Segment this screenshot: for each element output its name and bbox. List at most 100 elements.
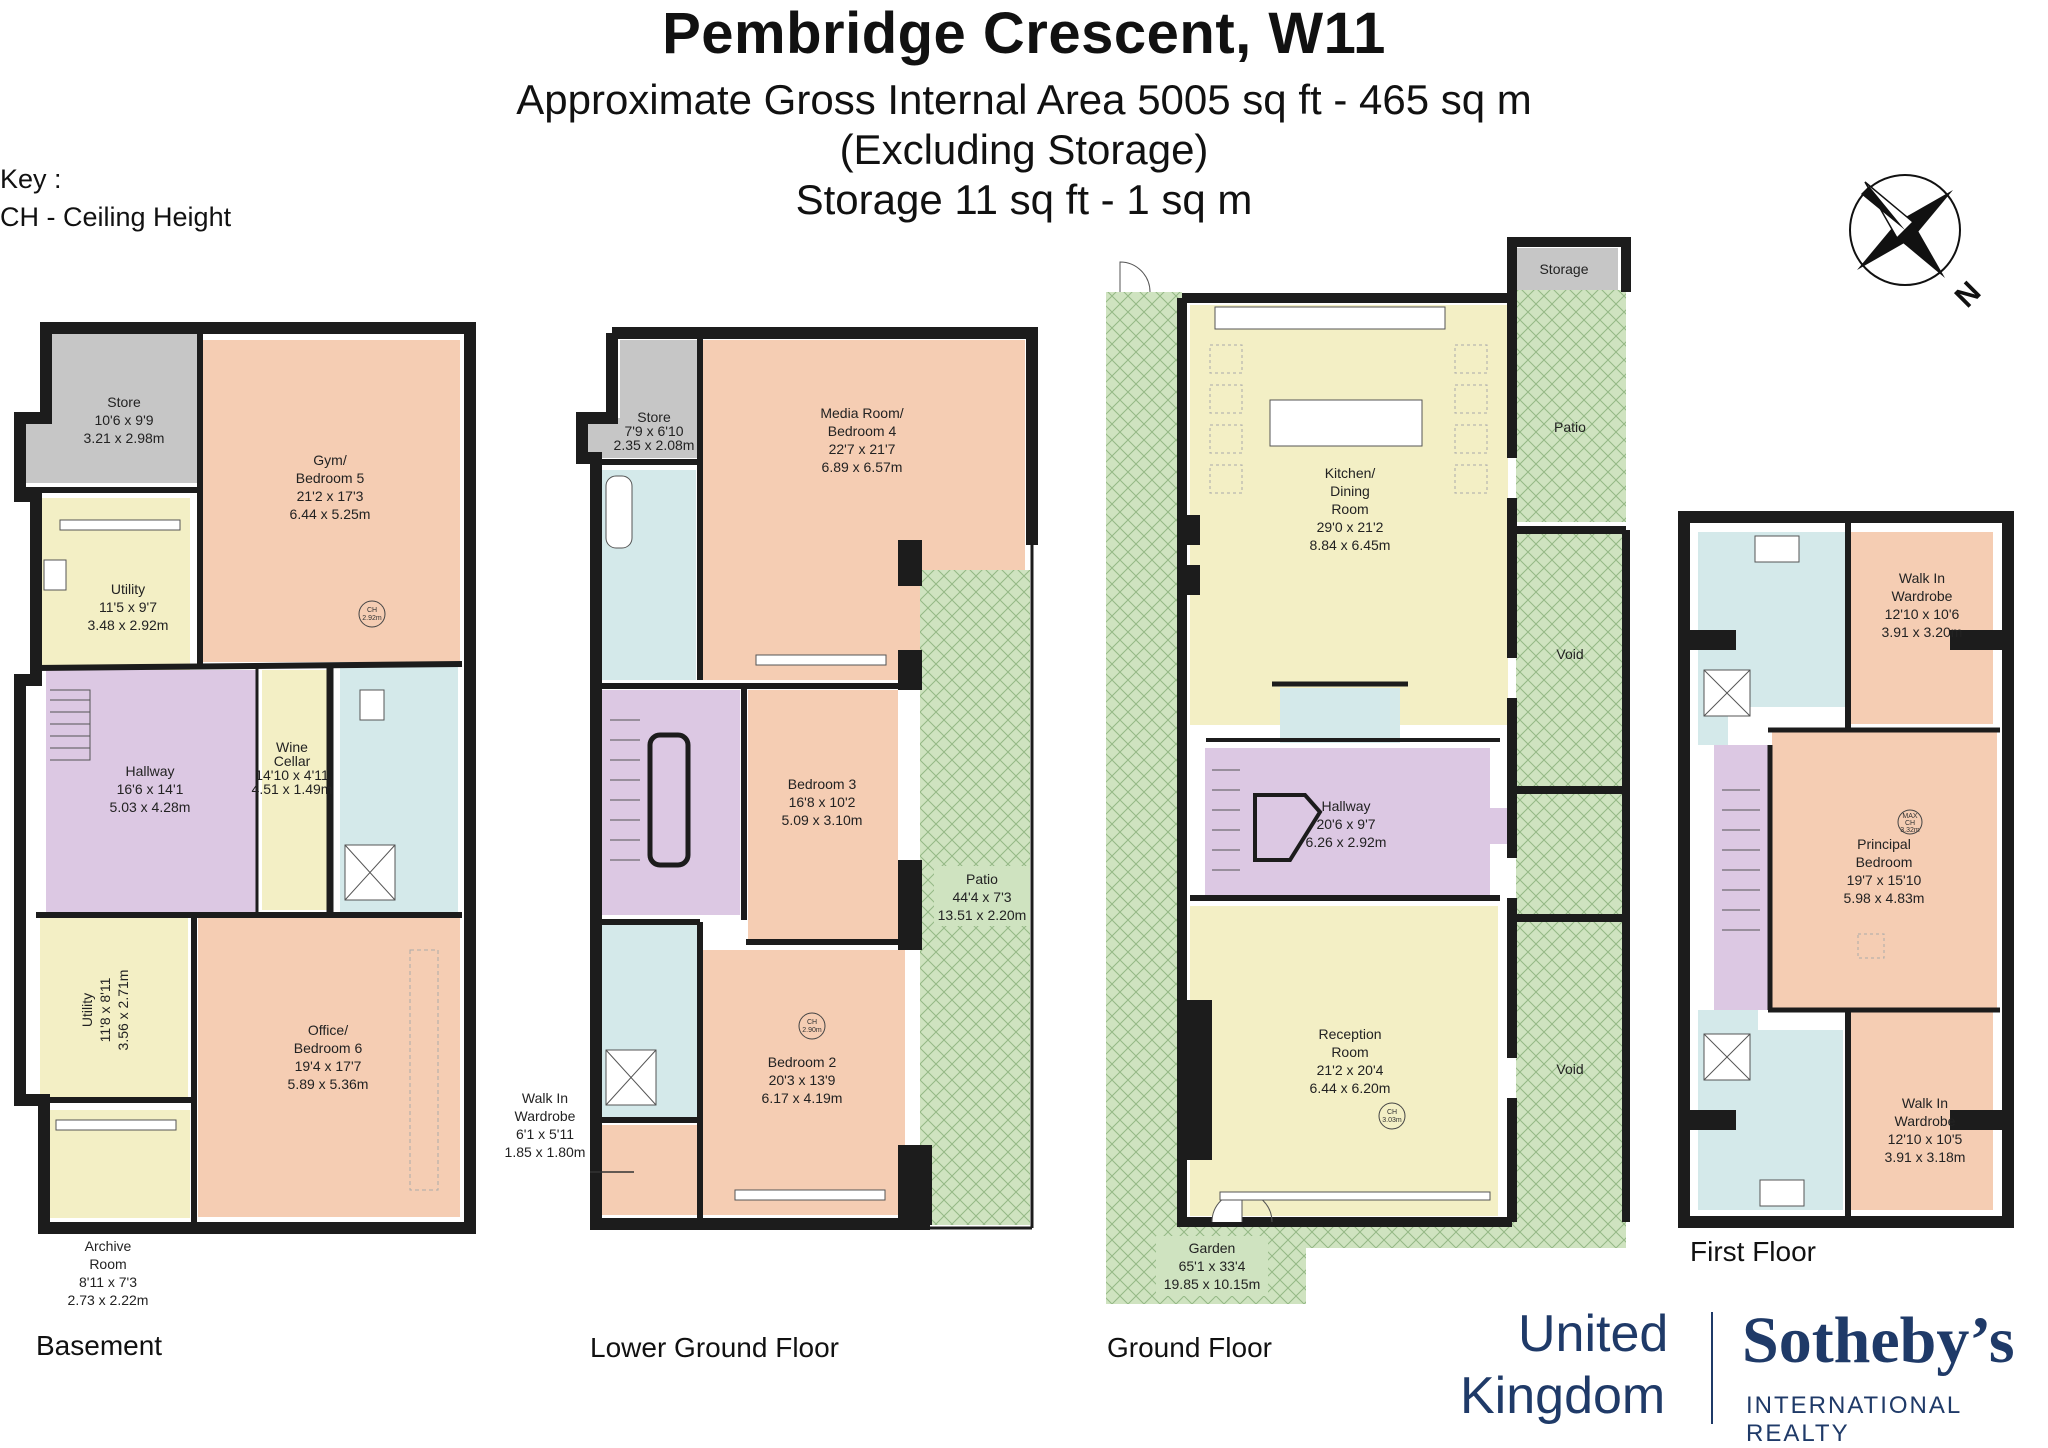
floor-label-first: First Floor — [1690, 1236, 1816, 1267]
l-patio-metric: 13.51 x 2.20m — [938, 907, 1027, 923]
brand-divider — [1711, 1312, 1713, 1424]
l-bed3-name: Bedroom 3 — [788, 776, 857, 792]
g-void2-name: Void — [1556, 1061, 1583, 1077]
g-kitchen-name1: Kitchen/ — [1325, 465, 1376, 481]
f-principal-name1: Principal — [1857, 836, 1911, 852]
b-utility1-metric: 3.48 x 2.92m — [88, 617, 169, 633]
l-store-name: Store — [637, 409, 671, 425]
ground-floor-plan: CH 3.03m — [1106, 237, 1631, 1304]
f-wardrobe2-name1: Walk In — [1902, 1095, 1948, 1111]
g-reception-name1: Reception — [1318, 1026, 1381, 1042]
f-wardrobe1-name2: Wardrobe — [1892, 588, 1953, 604]
floor-label-lower-ground: Lower Ground Floor — [590, 1332, 840, 1363]
l-bed2-imperial: 20'3 x 13'9 — [769, 1072, 836, 1088]
f-principal-ch-label: CH — [1905, 820, 1915, 827]
l-bed3-metric: 5.09 x 3.10m — [782, 812, 863, 828]
b-office-metric: 5.89 x 5.36m — [288, 1076, 369, 1092]
b-hallway-name: Hallway — [125, 763, 174, 779]
g-garden-name: Garden — [1189, 1240, 1236, 1256]
b-gym-name2: Bedroom 5 — [296, 470, 365, 486]
f-wardrobe1-imperial: 12'10 x 10'6 — [1885, 606, 1960, 622]
g-kitchen-imperial: 29'0 x 21'2 — [1317, 519, 1384, 535]
b-gym-ch-value: 2.92m — [362, 615, 382, 622]
b-store-metric: 3.21 x 2.98m — [84, 430, 165, 446]
compass-rose-icon — [1849, 174, 1961, 286]
lower-ground-plan: CH 2.90m — [576, 327, 1038, 1230]
b-store-name: Store — [107, 394, 141, 410]
l-wardrobe-imperial: 6'1 x 5'11 — [516, 1126, 574, 1142]
b-store-imperial: 10'6 x 9'9 — [94, 412, 153, 428]
l-media-name1: Media Room/ — [820, 405, 903, 421]
l-media-imperial: 22'7 x 21'7 — [829, 441, 896, 457]
g-reception-name2: Room — [1331, 1044, 1368, 1060]
b-gym-imperial: 21'2 x 17'3 — [297, 488, 364, 504]
g-storage-name: Storage — [1539, 261, 1588, 277]
b-archive-metric: 2.73 x 2.22m — [68, 1292, 149, 1308]
g-garden-metric: 19.85 x 10.15m — [1164, 1276, 1261, 1292]
f-principal-name2: Bedroom — [1856, 854, 1913, 870]
b-office-name1: Office/ — [308, 1022, 348, 1038]
brand-united: United — [1518, 1305, 1669, 1363]
l-store-imperial: 7'9 x 6'10 — [624, 423, 683, 439]
b-office-imperial: 19'4 x 17'7 — [295, 1058, 362, 1074]
b-office-name2: Bedroom 6 — [294, 1040, 363, 1056]
l-wardrobe-metric: 1.85 x 1.80m — [505, 1144, 586, 1160]
f-principal-imperial: 19'7 x 15'10 — [1847, 872, 1922, 888]
l-patio-name: Patio — [966, 871, 998, 887]
l-bed3-imperial: 16'8 x 10'2 — [789, 794, 856, 810]
f-principal-ch-max: MAX — [1902, 813, 1918, 820]
f-wardrobe2-metric: 3.91 x 3.18m — [1885, 1149, 1966, 1165]
b-archive-imperial: 8'11 x 7'3 — [79, 1274, 137, 1290]
gross-area-line: Approximate Gross Internal Area 5005 sq … — [516, 76, 1532, 123]
b-archive-name2: Room — [89, 1256, 126, 1272]
storage-area-line: Storage 11 sq ft - 1 sq m — [795, 176, 1253, 223]
g-hallway-name: Hallway — [1321, 798, 1370, 814]
b-wine-metric: 4.51 x 1.49m — [252, 781, 333, 797]
f-principal-ch-value: 3.32m — [1900, 827, 1920, 834]
g-kitchen-name2: Dining — [1330, 483, 1370, 499]
l-bed2-metric: 6.17 x 4.19m — [762, 1090, 843, 1106]
b-wine-name1: Wine — [276, 739, 308, 755]
g-kitchen-name3: Room — [1331, 501, 1368, 517]
g-hallway-imperial: 20'6 x 9'7 — [1316, 816, 1375, 832]
f-wardrobe1-name1: Walk In — [1899, 570, 1945, 586]
b-gym-name1: Gym/ — [313, 452, 347, 468]
g-garden-imperial: 65'1 x 33'4 — [1179, 1258, 1246, 1274]
b-utility2-metric: 3.56 x 2.71m — [115, 970, 131, 1051]
excluding-storage-line: (Excluding Storage) — [839, 126, 1209, 173]
brand-kingdom: Kingdom — [1460, 1367, 1666, 1425]
plan-title: Pembridge Crescent, W11 — [662, 1, 1386, 66]
b-hallway-imperial: 16'6 x 14'1 — [117, 781, 184, 797]
floor-label-ground: Ground Floor — [1107, 1332, 1272, 1363]
l-store-metric: 2.35 x 2.08m — [614, 437, 695, 453]
l-bed2-ch-label: CH — [807, 1019, 817, 1026]
b-wine-name2: Cellar — [274, 753, 311, 769]
b-hallway-metric: 5.03 x 4.28m — [110, 799, 191, 815]
l-bed2-name: Bedroom 2 — [768, 1054, 837, 1070]
l-wardrobe-name1: Walk In — [522, 1090, 568, 1106]
f-wardrobe2-imperial: 12'10 x 10'5 — [1888, 1131, 1963, 1147]
g-reception-ch-value: 3.03m — [1382, 1117, 1402, 1124]
l-media-metric: 6.89 x 6.57m — [822, 459, 903, 475]
first-floor-labels: Walk In Wardrobe 12'10 x 10'6 3.91 x 3.2… — [1844, 570, 1966, 1165]
b-archive-name1: Archive — [85, 1238, 132, 1254]
first-floor-plan: MAX CH 3.32m — [1678, 511, 2014, 1228]
l-patio-imperial: 44'4 x 7'3 — [952, 889, 1011, 905]
compass-north-label: N — [1949, 275, 1988, 314]
l-wardrobe-name2: Wardrobe — [515, 1108, 576, 1124]
floor-label-basement: Basement — [36, 1330, 163, 1361]
brand-sothebys: Sotheby’s — [1742, 1304, 2015, 1377]
b-utility1-imperial: 11'5 x 9'7 — [99, 599, 157, 615]
f-wardrobe2-name2: Wardrobe — [1895, 1113, 1956, 1129]
g-reception-ch-label: CH — [1387, 1109, 1397, 1116]
l-media-name2: Bedroom 4 — [828, 423, 897, 439]
lower-ground-labels: Store 7'9 x 6'10 2.35 x 2.08m Media Room… — [505, 405, 1030, 1173]
b-wine-imperial: 14'10 x 4'11 — [255, 767, 329, 783]
key-title: Key : — [0, 164, 62, 194]
basement-plan: CH 2.92m — [14, 322, 476, 1234]
g-reception-metric: 6.44 x 6.20m — [1310, 1080, 1391, 1096]
b-utility2-imperial: 11'8 x 8'11 — [97, 977, 113, 1042]
b-utility1-name: Utility — [111, 581, 145, 597]
g-hallway-metric: 6.26 x 2.92m — [1306, 834, 1387, 850]
b-gym-metric: 6.44 x 5.25m — [290, 506, 371, 522]
